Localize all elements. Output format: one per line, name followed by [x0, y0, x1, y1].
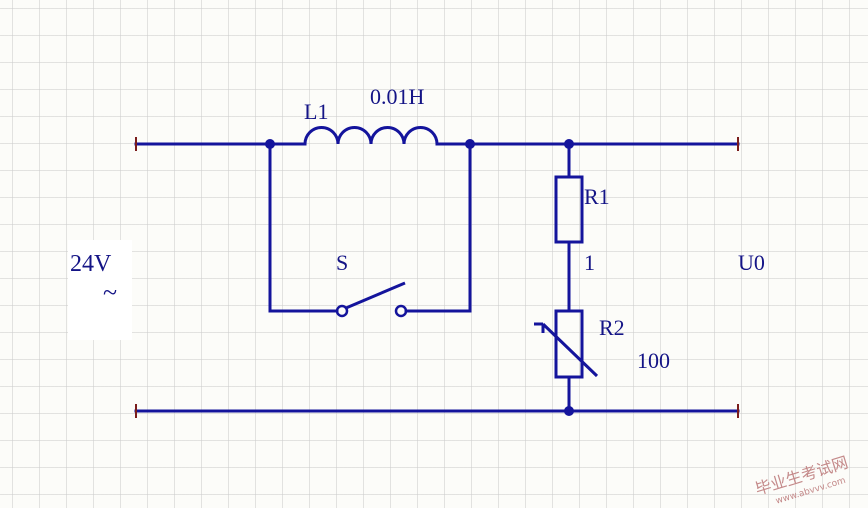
junction-dot-left [265, 139, 275, 149]
inductor-l1-coil [303, 126, 439, 145]
r2-label: R2 [599, 315, 625, 340]
source-label-background [68, 240, 132, 340]
r1-value: 1 [584, 250, 595, 275]
switch-label: S [336, 250, 348, 275]
junction-dot-bottom [564, 406, 574, 416]
resistor-r1 [554, 175, 584, 244]
inductor-label: L1 [304, 99, 328, 124]
variable-resistor-r2 [534, 309, 599, 379]
r1-label: R1 [584, 184, 610, 209]
r2-value: 100 [637, 348, 670, 373]
junction-dot-top-right [564, 139, 574, 149]
source-voltage-label: 24V [70, 251, 112, 277]
ac-source-symbol: ~ [103, 278, 117, 307]
r2-adjust-arrow [541, 322, 599, 378]
switch-s-symbol [335, 281, 408, 318]
inductor-value: 0.01H [370, 84, 425, 109]
watermark: 毕业生考试网 www.abvvv.com [753, 453, 850, 507]
switch-branch [268, 142, 472, 313]
junction-dot-middle [465, 139, 475, 149]
output-voltage-label: U0 [738, 250, 765, 275]
